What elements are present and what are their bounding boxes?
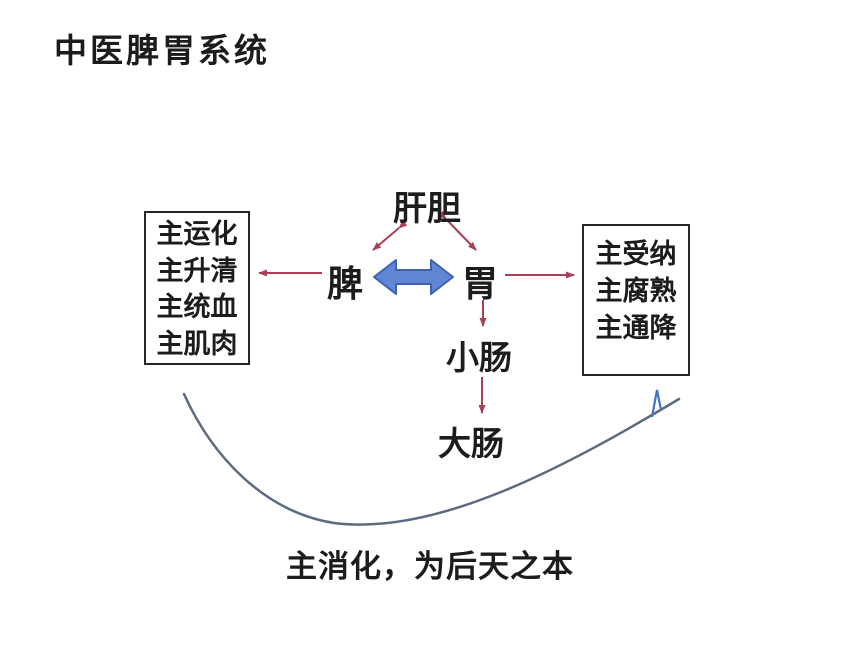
page-title: 中医脾胃系统 (54, 32, 270, 69)
spleen-stomach-double-arrow (373, 259, 454, 295)
curve-tick-mark (650, 389, 663, 418)
node-stomach: 胃 (461, 263, 499, 304)
stomach-functions-box: 主受纳 主腐熟 主通降 (582, 224, 690, 376)
spleen-function-item: 主升清 (156, 255, 238, 286)
node-large-intestine: 大肠 (438, 425, 504, 462)
summary-brace-curve (182, 392, 681, 526)
liver-stomach-double-arrow (437, 210, 477, 251)
spleen-function-item: 主肌肉 (156, 328, 238, 359)
node-spleen: 脾 (326, 263, 364, 304)
spleen-function-item: 主运化 (156, 219, 238, 249)
summary-caption: 主消化，为后天之本 (286, 549, 574, 584)
stomach-function-item: 主腐熟 (595, 276, 677, 306)
spleen-functions-box: 主运化 主升清 主统血 主肌肉 (144, 211, 250, 365)
stomach-function-item: 主通降 (595, 313, 677, 343)
node-small-intestine: 小肠 (446, 339, 512, 376)
node-liver-gallbladder: 肝胆 (393, 190, 461, 228)
stomach-function-item: 主受纳 (595, 239, 677, 269)
liver-spleen-double-arrow (372, 220, 408, 251)
spleen-function-item: 主统血 (156, 292, 238, 322)
